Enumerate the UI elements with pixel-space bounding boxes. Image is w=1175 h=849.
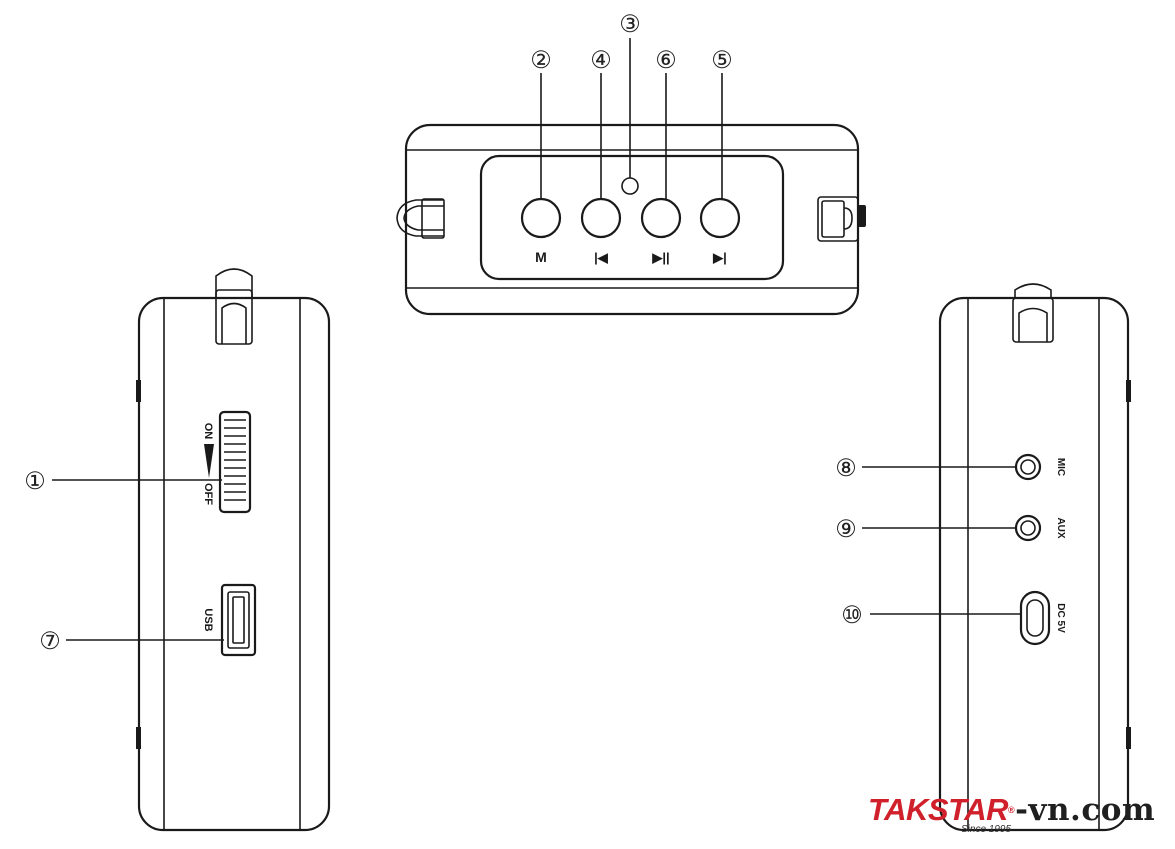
left-side-strap-loop bbox=[215, 268, 253, 345]
next-label: ▶| bbox=[712, 250, 727, 265]
next-button[interactable] bbox=[699, 197, 741, 239]
play-pause-label: ▶|| bbox=[651, 250, 669, 265]
on-off-arrow-icon bbox=[204, 444, 214, 478]
takstar-logo: TAKSTAR®-vn.com Since 1995 bbox=[868, 793, 1168, 845]
mode-button[interactable] bbox=[520, 197, 562, 239]
callout-3: ③ bbox=[619, 10, 641, 38]
usb-label: USB bbox=[202, 608, 214, 631]
callout-7: ⑦ bbox=[39, 627, 61, 655]
left-strap-loop bbox=[396, 198, 445, 239]
left-side-view: ON OFF USB ① ⑦ bbox=[24, 268, 331, 832]
switch-on-label: ON bbox=[202, 423, 214, 440]
logo-since: Since 1995 bbox=[961, 824, 1012, 835]
right-side-strap-loop bbox=[1012, 283, 1054, 343]
callout-6: ⑥ bbox=[655, 46, 677, 74]
right-side-view: MIC AUX DC 5V ⑧ ⑨ ⑩ bbox=[835, 283, 1131, 832]
indicator-light bbox=[621, 177, 639, 195]
aux-jack[interactable] bbox=[1014, 514, 1042, 542]
top-view-body bbox=[404, 123, 860, 316]
right-strap-loop bbox=[817, 196, 866, 242]
callout-8: ⑧ bbox=[835, 454, 857, 482]
play-pause-button[interactable] bbox=[640, 197, 682, 239]
callout-4: ④ bbox=[590, 46, 612, 74]
dc-5v-label: DC 5V bbox=[1055, 603, 1066, 633]
callout-5: ⑤ bbox=[711, 46, 733, 74]
usb-c-port[interactable] bbox=[1019, 590, 1051, 646]
top-view: M |◀ ▶|| ▶| ② ④ ③ ⑥ ⑤ bbox=[396, 10, 866, 316]
callout-9: ⑨ bbox=[835, 515, 857, 543]
mode-label: M bbox=[535, 249, 547, 265]
logo-brand: TAKSTAR bbox=[868, 792, 1009, 827]
previous-button[interactable] bbox=[580, 197, 622, 239]
control-panel bbox=[479, 154, 785, 281]
callout-2: ② bbox=[530, 46, 552, 74]
callout-1: ① bbox=[24, 467, 46, 495]
usb-port[interactable] bbox=[220, 583, 257, 657]
mic-jack[interactable] bbox=[1014, 453, 1042, 481]
mic-label: MIC bbox=[1055, 458, 1066, 476]
power-volume-knob[interactable] bbox=[218, 410, 252, 514]
callout-10: ⑩ bbox=[841, 601, 863, 629]
previous-label: |◀ bbox=[594, 250, 609, 265]
switch-off-label: OFF bbox=[202, 483, 214, 505]
aux-label: AUX bbox=[1055, 517, 1066, 538]
logo-domain: -vn.com bbox=[1015, 792, 1156, 828]
logo-registered-mark: ® bbox=[1008, 805, 1016, 815]
